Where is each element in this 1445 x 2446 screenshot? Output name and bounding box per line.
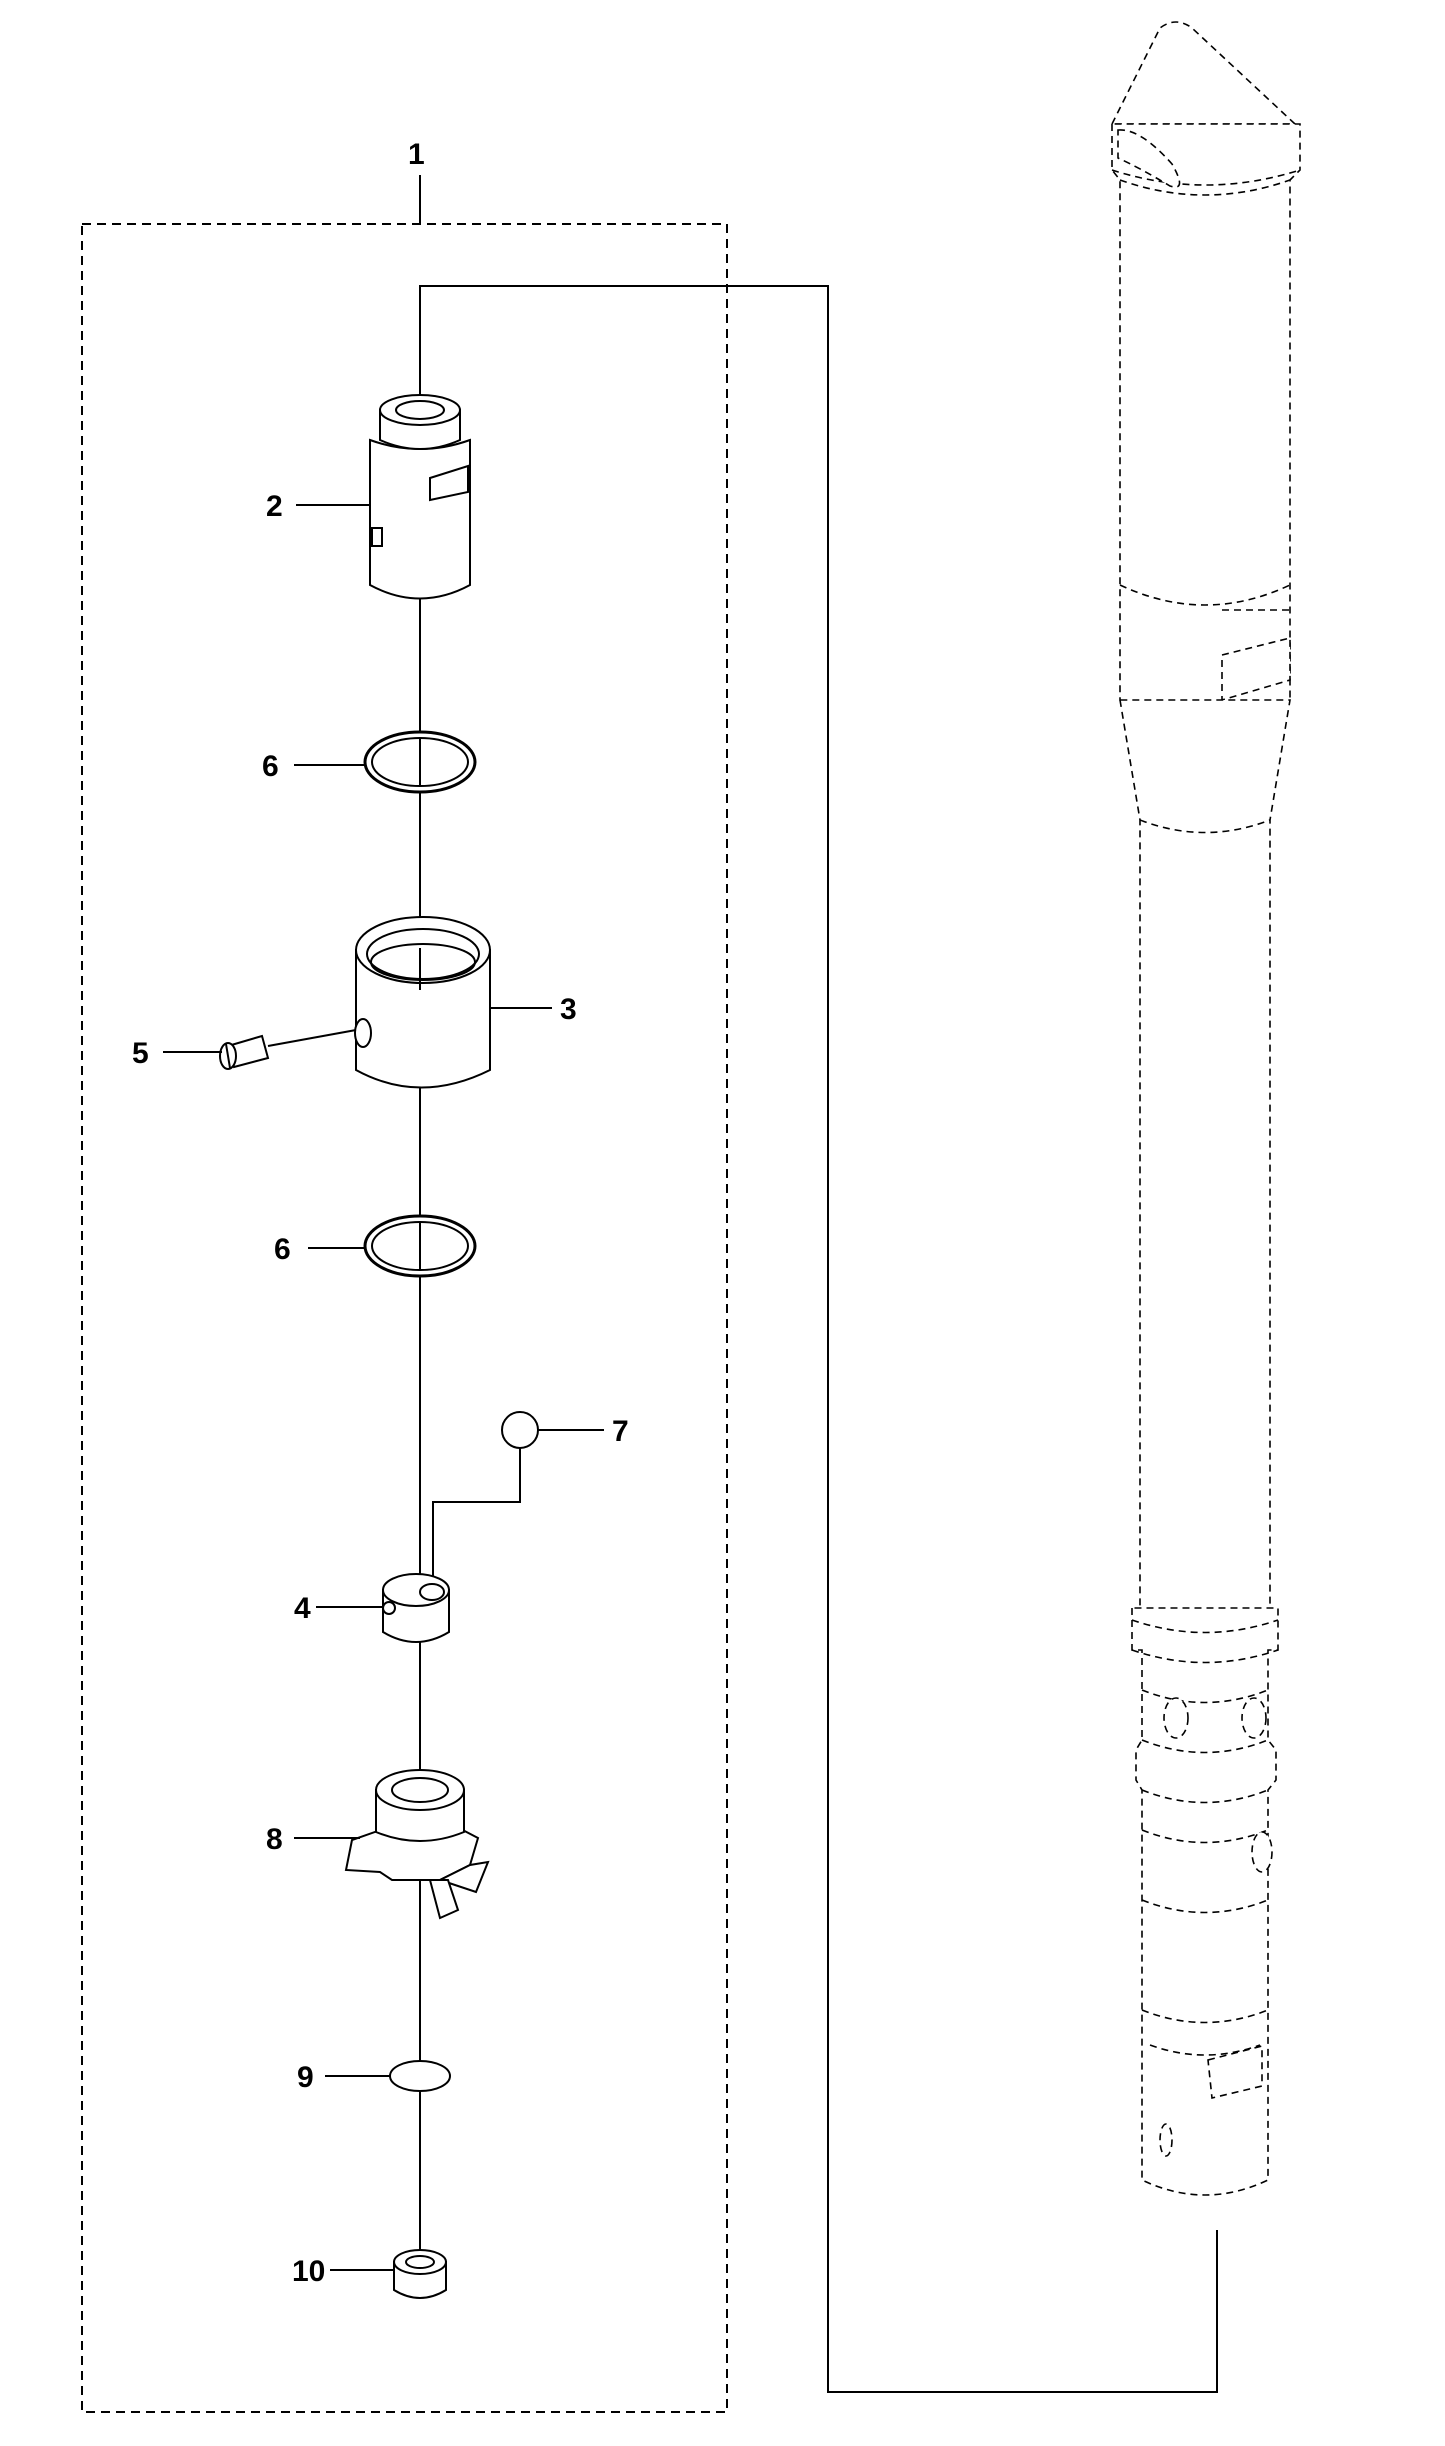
- part-2-valve-body: [369, 394, 471, 600]
- part-5-screw: [219, 1029, 357, 1070]
- callout-6-lower: 6: [274, 1233, 291, 1266]
- callout-4: 4: [294, 1592, 311, 1625]
- callout-3: 3: [560, 993, 577, 1026]
- part-10-nozzle-insert: [393, 2249, 447, 2299]
- reference-shaft: [1110, 21, 1301, 2196]
- callout-9: 9: [297, 2061, 314, 2094]
- part-9-disc: [389, 2060, 451, 2092]
- callout-1: 1: [408, 138, 425, 171]
- callout-8: 8: [266, 1823, 283, 1856]
- callout-10: 10: [292, 2255, 325, 2288]
- part-4-valve-seat: [382, 1573, 450, 1643]
- callout-6-upper: 6: [262, 750, 279, 783]
- part-8-star-nut: [344, 1769, 490, 1920]
- part-3-sleeve: [354, 916, 491, 1089]
- part-7-ball: [501, 1411, 539, 1449]
- connector-line: [419, 285, 1218, 2393]
- callout-2: 2: [266, 490, 283, 523]
- callout-7: 7: [612, 1415, 629, 1448]
- kit-boundary: [81, 223, 728, 2413]
- callout-5: 5: [132, 1037, 149, 1070]
